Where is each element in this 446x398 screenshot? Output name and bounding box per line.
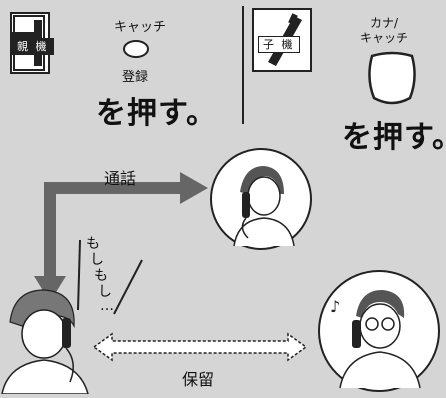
caller-illustration — [0, 282, 96, 395]
catch-key-label-top: キャッチ — [114, 20, 167, 35]
base-unit-panel: 親 機 キャッチ 登録 を押す。 — [6, 8, 238, 131]
speech-lines — [77, 239, 143, 315]
catch-key-label-bottom: 登録 — [122, 70, 149, 85]
music-note-icon: ♪ — [330, 297, 340, 316]
speech-char-1: も — [86, 236, 100, 252]
base-press-instruction: を押す。 — [96, 96, 217, 131]
man-on-phone-icon: ♪ — [318, 270, 440, 392]
hold-double-arrow — [92, 332, 308, 362]
speech-char-2: し — [90, 252, 104, 268]
rounded-button-icon — [368, 51, 416, 105]
handset-press-instruction: を押す。 — [342, 120, 446, 155]
third-party-illustration: ♪ — [316, 268, 442, 394]
call-label: 通話 — [104, 169, 137, 188]
speech-char-3: も — [94, 268, 108, 284]
base-unit-label: 親 機 — [12, 38, 54, 55]
callee-illustration — [208, 146, 314, 252]
person-on-phone-icon — [210, 148, 312, 250]
speech-char-4: し — [98, 284, 112, 300]
catch-register-button[interactable] — [122, 38, 150, 60]
handset-panel: 子 機 カナ/ キャッチ を押す。 — [252, 8, 446, 155]
kana-catch-label-bottom: キャッチ — [360, 31, 409, 45]
kana-catch-button[interactable] — [364, 48, 420, 110]
speech-char-5: … — [100, 298, 114, 314]
panel-divider — [242, 6, 244, 124]
speech-text: も し も し … — [86, 236, 126, 316]
woman-on-phone-icon — [1, 289, 89, 395]
handset-label: 子 機 — [258, 36, 300, 53]
hold-label: 保留 — [182, 370, 215, 389]
oval-button-icon — [123, 40, 149, 58]
kana-catch-label-top: カナ/ — [370, 16, 399, 30]
call-route-arrow — [34, 172, 208, 302]
